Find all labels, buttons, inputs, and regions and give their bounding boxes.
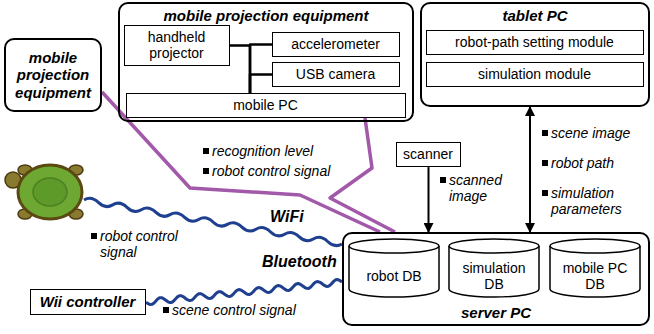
- text-block: Wii controller: [36, 293, 139, 310]
- robot-turtle: [5, 165, 83, 219]
- bullet: [91, 233, 97, 239]
- wire: [250, 45, 272, 93]
- component-box: mobile projection equipment: [4, 38, 102, 112]
- signal-label: recognition level: [212, 143, 313, 159]
- database-cylinder: mobile PC DB: [549, 238, 641, 298]
- link-name: Bluetooth: [262, 253, 337, 271]
- signal-label: robot control signal: [212, 163, 330, 179]
- database-cylinder: robot DB: [348, 238, 440, 298]
- bluetooth-link: [146, 280, 342, 305]
- bullet: [542, 160, 548, 166]
- component-box: USB camera: [272, 62, 400, 87]
- text-block: server PC: [349, 304, 643, 321]
- wire: [250, 75, 272, 93]
- wire: [230, 46, 250, 93]
- component-box: simulation module: [426, 62, 644, 87]
- text-block: mobile PC: [132, 97, 399, 113]
- cylinder-top: [449, 239, 539, 253]
- bullet: [203, 168, 209, 174]
- signal-label: simulation parameters: [551, 185, 649, 217]
- container-box: server PC robot DB simulation DB mobile PC …: [342, 232, 650, 326]
- node-text: Wii controller: [36, 293, 139, 310]
- component-box: accelerometer: [272, 32, 400, 57]
- node-text: robot DB: [353, 268, 435, 284]
- node-text: simulation module: [432, 66, 637, 82]
- bullet: [203, 148, 209, 154]
- text-block: mobile projection equipment: [125, 7, 407, 24]
- component-box: Wii controller: [30, 289, 146, 315]
- data-arrow: [428, 167, 430, 232]
- shell-pattern: [33, 178, 67, 206]
- text-block: simulation DB: [453, 260, 535, 292]
- bullet: [542, 190, 548, 196]
- signal-label: robot control signal: [100, 228, 195, 260]
- signal-label: robot path: [551, 155, 614, 171]
- node-text: handheld projector: [130, 29, 223, 61]
- text-block: USB camera: [278, 66, 393, 82]
- component-box: robot-path setting module: [426, 30, 644, 55]
- text-block: simulation module: [432, 66, 637, 82]
- node-text: mobile projection equipment: [11, 49, 95, 101]
- bullet: [542, 130, 548, 136]
- text-block: tablet PC: [427, 7, 643, 24]
- text-block: robot-path setting module: [432, 34, 637, 50]
- text-block: mobile projection equipment: [11, 49, 95, 101]
- node-text: server PC: [349, 304, 643, 321]
- node-text: mobile PC: [132, 97, 399, 113]
- data-arrow: [529, 107, 531, 232]
- bullet: [163, 307, 169, 313]
- text-block: accelerometer: [278, 36, 393, 52]
- node-text: scanner: [402, 146, 454, 162]
- bullets: [91, 130, 548, 313]
- container-box: mobile projection equipment handheld proj…: [118, 2, 414, 122]
- node-text: tablet PC: [427, 7, 643, 24]
- component-box: mobile PC: [126, 93, 406, 118]
- component-box: handheld projector: [124, 25, 230, 66]
- signal-label: scene control signal: [172, 302, 296, 318]
- database-cylinder: simulation DB: [448, 238, 540, 298]
- cylinder-top: [550, 239, 640, 253]
- text-block: scanner: [402, 146, 454, 162]
- node-text: mobile projection equipment: [125, 7, 407, 24]
- text-block: robot DB: [353, 268, 435, 284]
- node-text: USB camera: [278, 66, 393, 82]
- link-name: WiFi: [270, 208, 304, 226]
- signal-label: scene image: [551, 125, 630, 141]
- component-box: scanner: [396, 142, 461, 167]
- text-block: handheld projector: [130, 29, 223, 61]
- node-text: simulation DB: [453, 260, 535, 292]
- turtle-shell: [18, 165, 82, 219]
- node-text: mobile PC DB: [554, 260, 636, 292]
- container-box: tablet PC robot-path setting module simula…: [420, 2, 650, 107]
- bullet: [440, 177, 446, 183]
- wifi-link: [330, 118, 395, 232]
- node-text: accelerometer: [278, 36, 393, 52]
- signal-label: scanned image: [449, 172, 519, 204]
- text-block: mobile PC DB: [554, 260, 636, 292]
- node-text: robot-path setting module: [432, 34, 637, 50]
- cylinder-top: [349, 239, 439, 253]
